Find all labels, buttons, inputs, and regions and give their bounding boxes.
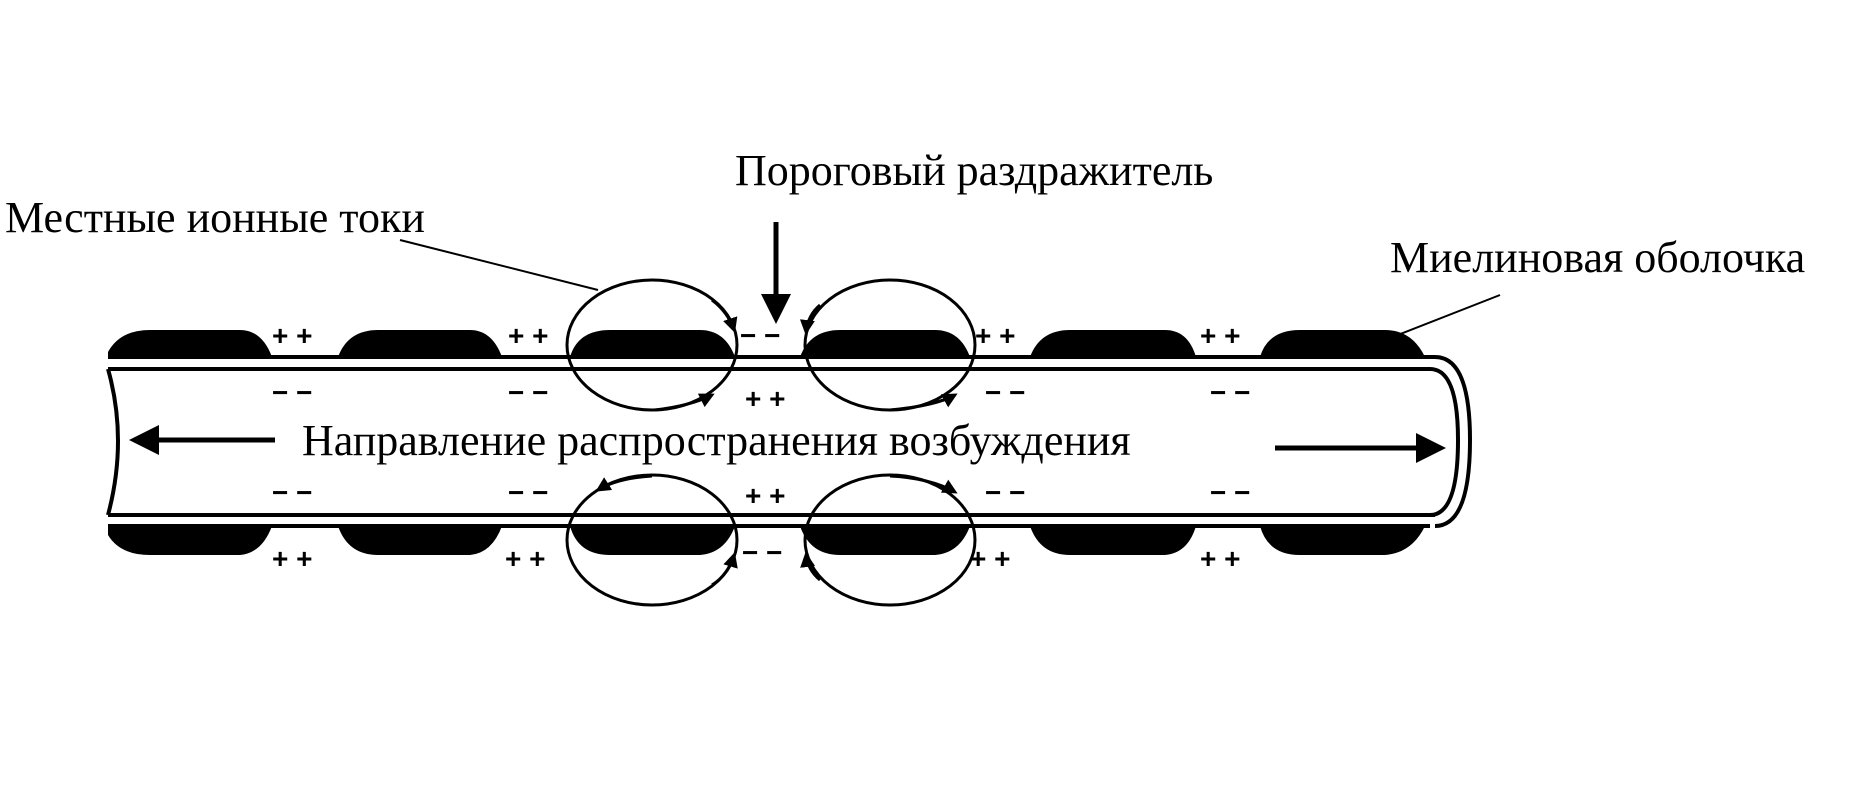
myelin-segments-upper: [108, 330, 1425, 357]
local-current-loops: [565, 278, 977, 607]
charges-bottom-inner: − − − − + + − − − −: [272, 477, 1250, 511]
current-arrow: [654, 393, 715, 412]
threshold-stimulus-label: Пороговый раздражитель: [735, 146, 1213, 195]
myelin-segment: [800, 526, 970, 555]
charge-plus: + +: [272, 543, 312, 574]
charge-minus: − −: [1210, 377, 1250, 408]
myelin-segment: [570, 526, 735, 555]
current-arrow: [711, 552, 738, 587]
charge-minus: − −: [508, 377, 548, 408]
myelin-segment: [338, 526, 502, 555]
myelin-sheath-label: Миелиновая оболочка: [1390, 233, 1805, 282]
myelin-segment: [108, 330, 272, 357]
myelin-segment: [1030, 330, 1196, 357]
current-arrow: [889, 393, 958, 412]
current-arrow: [800, 552, 821, 582]
charge-minus: − −: [985, 377, 1025, 408]
charge-minus: − −: [742, 537, 782, 568]
charge-plus: + +: [1200, 543, 1240, 574]
axon-end-cap-outer: [1434, 355, 1473, 528]
current-arrow: [711, 298, 738, 333]
propagation-direction-label: Направление распространения возбуждения: [302, 416, 1131, 465]
charges-bottom-outer: + + + + − − + + + +: [272, 537, 1240, 574]
axon-left-cut-edge: [106, 368, 120, 516]
local-currents-leader-line: [399, 239, 599, 291]
charge-plus: + +: [970, 543, 1010, 574]
current-arrow: [889, 474, 958, 494]
myelin-segment: [570, 330, 735, 357]
axon-tube: [106, 355, 1473, 528]
charge-plus: + +: [272, 320, 312, 351]
current-loop-lower-left: [565, 473, 739, 607]
charge-plus: + +: [975, 320, 1015, 351]
current-arrow: [595, 474, 653, 492]
current-loop-lower-right: [803, 473, 977, 607]
myelin-segment: [800, 330, 970, 357]
charge-plus: + +: [1200, 320, 1240, 351]
charge-plus: + +: [745, 383, 785, 414]
charges-top-outer: + + + + − − + + + +: [272, 320, 1240, 351]
myelin-segment: [108, 526, 272, 555]
charge-minus: − −: [272, 377, 312, 408]
current-loop-upper-left: [565, 278, 739, 412]
charge-plus: + +: [508, 320, 548, 351]
charge-minus: − −: [985, 477, 1025, 508]
charge-minus: − −: [272, 477, 312, 508]
myelin-segment: [1260, 330, 1425, 357]
myelin-segment: [1030, 526, 1196, 555]
charge-minus: − −: [508, 477, 548, 508]
myelin-segment: [338, 330, 502, 357]
myelin-segment: [1260, 526, 1425, 555]
current-arrow: [799, 303, 821, 335]
charge-plus: + +: [505, 543, 545, 574]
charge-plus: + +: [745, 480, 785, 511]
axon-end-cap-inner: [1429, 367, 1461, 517]
charges-top-inner: − − − − + + − − − −: [272, 377, 1250, 414]
myelin-leader-line: [1389, 294, 1501, 339]
charge-minus: − −: [740, 320, 780, 351]
local-currents-label: Местные ионные токи: [5, 193, 425, 242]
myelin-segments-lower: [108, 526, 1425, 555]
charge-minus: − −: [1210, 477, 1250, 508]
